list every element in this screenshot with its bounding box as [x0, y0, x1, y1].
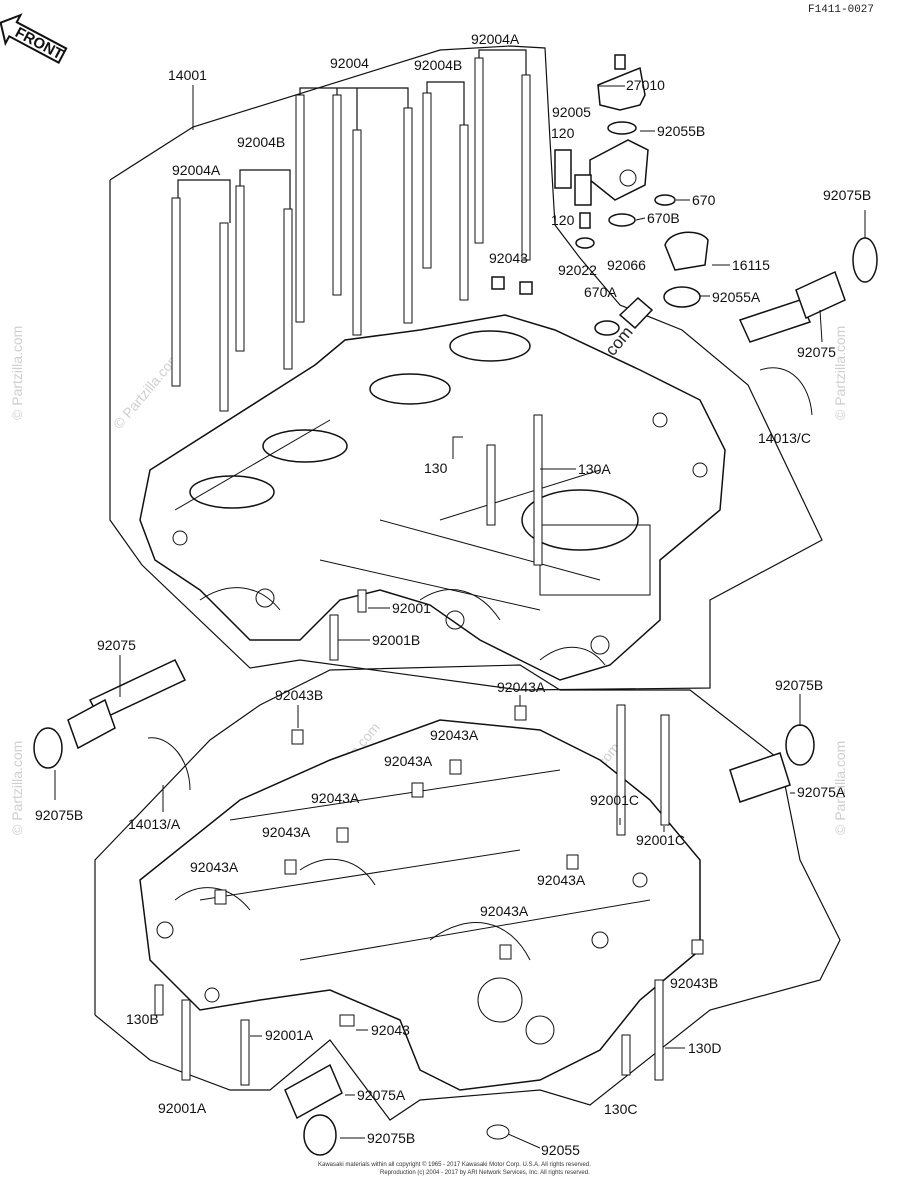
label-92075b-l: 92075B [35, 807, 83, 823]
part-labels: 14001 92004 92004B 92004A 92004B 92004A … [35, 31, 871, 1158]
label-92055a: 92055A [712, 289, 761, 305]
watermark: © Partzilla.com [9, 326, 25, 420]
label-92055b: 92055B [657, 123, 705, 139]
label-14001: 14001 [168, 67, 207, 83]
label-92075-r: 92075 [797, 344, 836, 360]
watermark: © Partzilla.com [832, 326, 848, 420]
label-130: 130 [424, 460, 448, 476]
label-92075-l: 92075 [97, 637, 136, 653]
label-92001c-2: 92001C [636, 832, 685, 848]
label-92075b-b: 92075B [367, 1130, 415, 1146]
upper-group-outline [109, 45, 823, 691]
label-92075a-r: 92075A [797, 784, 846, 800]
label-120a: 120 [551, 125, 575, 141]
label-14013c: 14013/C [758, 430, 811, 446]
label-92043-b: 92043 [371, 1022, 410, 1038]
label-130c: 130C [604, 1101, 637, 1117]
leader-lines [54, 85, 866, 1149]
label-120b: 120 [551, 212, 575, 228]
label-92004a-top: 92004A [471, 31, 520, 47]
watermark: © Partzilla.com [9, 741, 25, 835]
label-130a: 130A [578, 461, 611, 477]
label-670b: 670B [647, 210, 680, 226]
label-92022: 92022 [558, 262, 597, 278]
label-92055: 92055 [541, 1142, 580, 1158]
label-92043a-1: 92043A [497, 679, 546, 695]
label-14013a: 14013/A [128, 816, 181, 832]
label-92043-top: 92043 [489, 250, 528, 266]
label-92001a-2: 92001A [158, 1100, 207, 1116]
label-92043a-4: 92043A [311, 790, 360, 806]
label-27010: 27010 [626, 77, 665, 93]
label-92001: 92001 [392, 600, 431, 616]
label-92004: 92004 [330, 55, 369, 71]
label-92066: 92066 [607, 257, 646, 273]
watermark: © Partzilla.com [832, 741, 848, 835]
label-92005: 92005 [552, 104, 591, 120]
label-92043a-5: 92043A [262, 824, 311, 840]
svg-text:FRONT: FRONT [12, 24, 66, 63]
label-130d: 130D [688, 1040, 721, 1056]
bolts [154, 414, 670, 1140]
label-92075a-b: 92075A [357, 1087, 406, 1103]
front-arrow-icon: FRONT [0, 13, 68, 64]
lower-group-outline [94, 664, 841, 1121]
label-92004a-left: 92004A [172, 162, 221, 178]
label-92004b-top: 92004B [414, 57, 462, 73]
label-92001c-1: 92001C [590, 792, 639, 808]
label-92043a-6: 92043A [190, 859, 239, 875]
upper-crankcase [139, 314, 726, 681]
label-92075b-r: 92075B [775, 677, 823, 693]
label-92043a-8: 92043A [480, 903, 529, 919]
label-92004b-left: 92004B [237, 134, 285, 150]
label-92043b-r: 92043B [670, 975, 718, 991]
diagram-code: F1411-0027 [808, 4, 874, 16]
shaft-parts [33, 237, 878, 1156]
dowel-pins [214, 705, 704, 1027]
label-130b: 130B [126, 1011, 159, 1027]
oil-pressure-switch [491, 54, 709, 336]
lower-crankcase [139, 719, 701, 1091]
label-92043a-2: 92043A [430, 727, 479, 743]
copyright-line-1: Kawasaki materials within all copyright … [318, 1161, 591, 1168]
label-92043a-3: 92043A [384, 753, 433, 769]
label-92001a-1: 92001A [265, 1027, 314, 1043]
copyright-line-2: Reproduction (c) 2004 - 2017 by ARI Netw… [380, 1170, 590, 1176]
cylinder-studs [171, 49, 531, 412]
label-92001b: 92001B [372, 632, 420, 648]
label-92043b-l: 92043B [275, 687, 323, 703]
label-92043a-7: 92043A [537, 872, 586, 888]
label-670: 670 [692, 192, 716, 208]
label-670a: 670A [584, 284, 617, 300]
label-92075b-tr: 92075B [823, 187, 871, 203]
label-16115: 16115 [732, 257, 770, 273]
